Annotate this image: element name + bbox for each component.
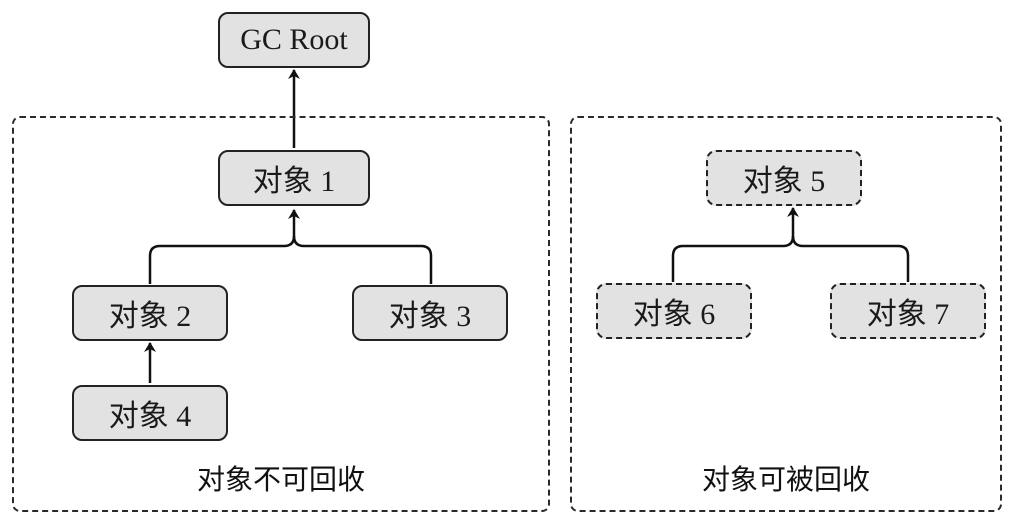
node-obj5: 对象 5	[706, 150, 862, 206]
region-collectable	[570, 116, 1002, 512]
node-gc-root: GC Root	[218, 12, 370, 68]
node-obj6: 对象 6	[596, 283, 752, 339]
node-obj2: 对象 2	[72, 285, 228, 341]
node-obj7: 对象 7	[830, 283, 986, 339]
node-obj1: 对象 1	[218, 150, 370, 206]
node-obj3: 对象 3	[352, 285, 508, 341]
label-not-collectable: 对象不可回收	[196, 463, 365, 496]
node-obj4: 对象 4	[72, 385, 228, 441]
region-not-collectable	[12, 116, 550, 512]
label-collectable: 对象可被回收	[701, 463, 870, 496]
